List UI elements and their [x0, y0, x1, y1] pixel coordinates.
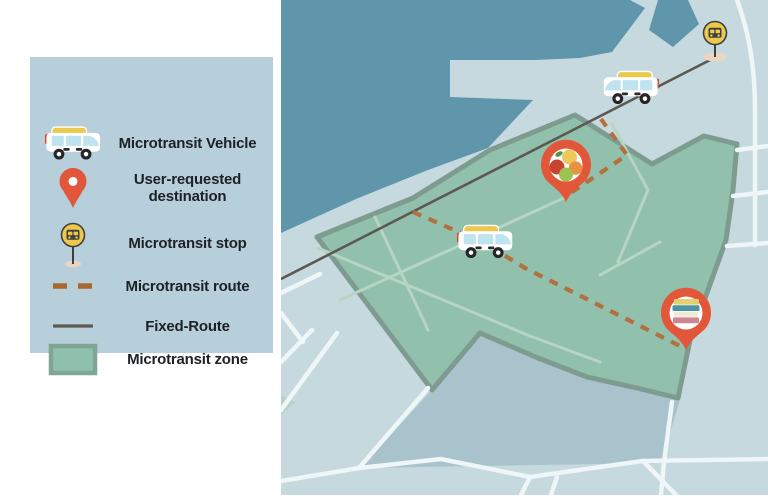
legend-label: Microtransit stop [128, 234, 247, 252]
legend-panel: Microtransit Vehicle User-requested dest… [30, 57, 273, 375]
park-patch [281, 396, 296, 415]
bus-stop-sign-icon [702, 20, 728, 62]
microtransit-stop-icon [30, 218, 116, 268]
legend-item-zone: Microtransit zone [30, 341, 273, 377]
harbor-water [281, 0, 645, 233]
street-network [281, 0, 768, 495]
water-channel [649, 0, 699, 47]
legend-label: Microtransit Vehicle [118, 134, 257, 152]
fruit-destination-pin-icon [541, 139, 591, 202]
route-to-market [564, 117, 630, 198]
microtransit-vehicle-icon [30, 125, 116, 161]
legend-label: User-requested destination [133, 171, 242, 205]
legend-item-destination: User-requested destination [30, 162, 273, 214]
microtransit-route-icon [30, 282, 116, 290]
legend-label: Fixed-Route [145, 317, 230, 335]
route-to-library [412, 210, 687, 351]
legend-item-stop: Microtransit stop [30, 217, 273, 269]
zone-roads [316, 122, 662, 364]
microtransit-route-lines [412, 117, 687, 351]
legend-item-route: Microtransit route [30, 275, 273, 297]
legend-item-fixed-route: Fixed-Route [30, 315, 273, 337]
legend-label: Microtransit route [125, 277, 250, 295]
books-destination-pin-icon [661, 287, 711, 350]
microtransit-zone-icon [30, 343, 116, 376]
user-destination-pin-icon [30, 166, 116, 210]
microtransit-zone [314, 112, 740, 401]
legend-item-vehicle: Microtransit Vehicle [30, 123, 273, 163]
city-district [360, 336, 680, 468]
fixed-route-icon [30, 323, 116, 329]
legend-label: Microtransit zone [127, 350, 248, 368]
